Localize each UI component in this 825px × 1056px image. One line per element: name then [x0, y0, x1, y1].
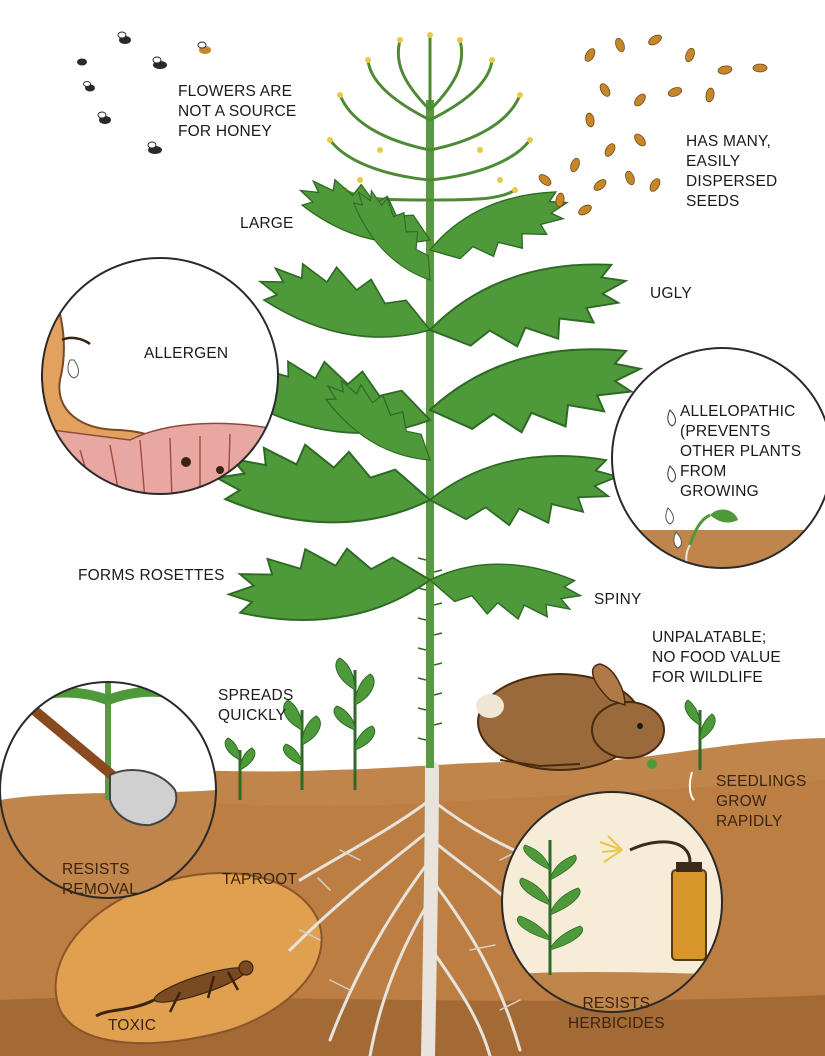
- label-unpalatable: UNPALATABLE; NO FOOD VALUE FOR WILDLIFE: [652, 628, 781, 688]
- label-rosettes: FORMS ROSETTES: [78, 566, 225, 586]
- label-resists-herbicides: RESISTS HERBICIDES: [568, 994, 665, 1034]
- label-seeds: HAS MANY, EASILY DISPERSED SEEDS: [686, 132, 777, 212]
- sprayer-icon: [672, 870, 706, 960]
- label-toxic: TOXIC: [108, 1016, 156, 1036]
- label-resists-removal: RESISTS REMOVAL: [62, 860, 138, 900]
- label-allelopathic: ALLELOPATHIC (PREVENTS OTHER PLANTS FROM…: [680, 402, 801, 502]
- label-spreads: SPREADS QUICKLY: [218, 686, 293, 726]
- label-spiny: SPINY: [594, 590, 642, 610]
- rabbit-icon: [476, 664, 664, 770]
- label-large: LARGE: [240, 214, 294, 234]
- label-honey: FLOWERS ARE NOT A SOURCE FOR HONEY: [178, 82, 296, 142]
- label-allergen: ALLERGEN: [144, 344, 228, 364]
- label-ugly: UGLY: [650, 284, 692, 304]
- label-taproot: TAPROOT: [222, 870, 297, 890]
- label-seedlings: SEEDLINGS GROW RAPIDLY: [716, 772, 807, 832]
